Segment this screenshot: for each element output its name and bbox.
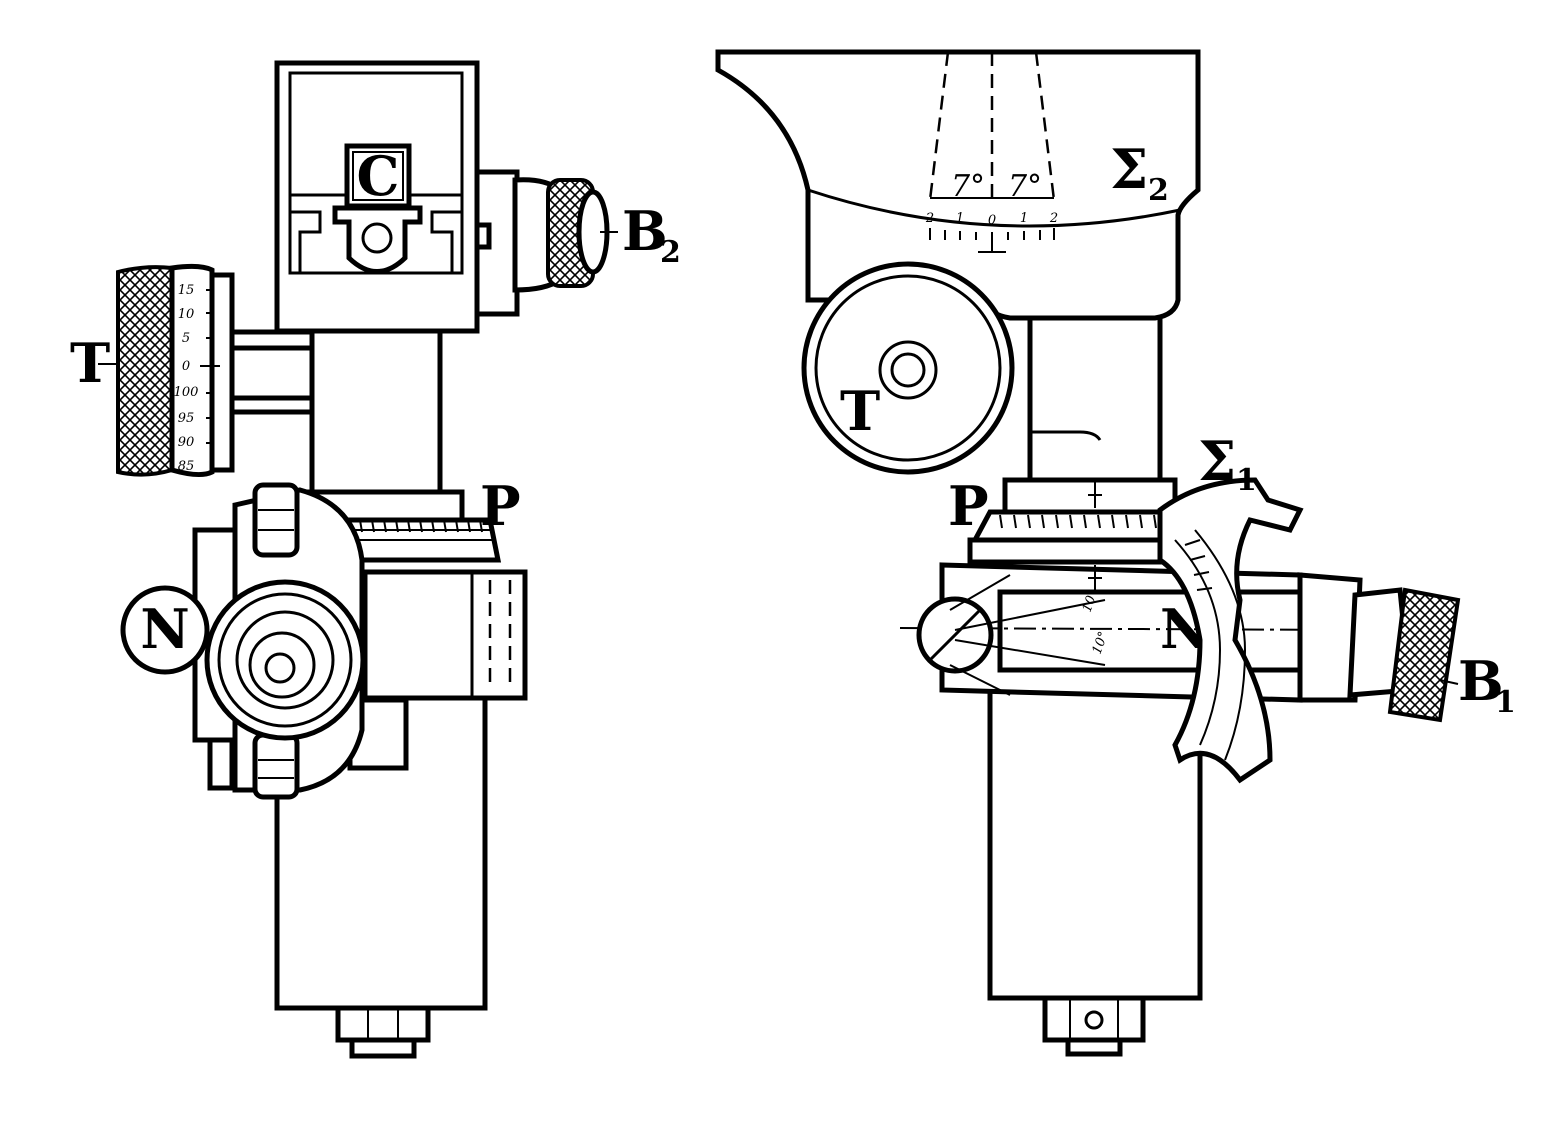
n-assembly-left: N <box>120 482 409 800</box>
t-scale-3: 0 <box>182 359 190 374</box>
b1-knurl <box>1387 587 1461 723</box>
t-scale-6: 90 <box>178 435 195 450</box>
left-side-block <box>362 569 528 701</box>
arc-scale-3: 1 <box>1020 211 1028 226</box>
arc-scale-0: 2 <box>925 211 934 226</box>
arc-scale-1: 1 <box>956 211 964 226</box>
label-sigma1-sub: 1 <box>1236 463 1257 498</box>
angle-left: 7° <box>951 169 985 204</box>
p-plate-left: P <box>297 474 521 563</box>
right-column <box>1027 312 1163 488</box>
label-t-right: T <box>840 379 880 443</box>
t-scale-0: 15 <box>178 283 195 298</box>
c-marker: C <box>332 143 423 274</box>
arc-scale-4: 2 <box>1049 211 1058 226</box>
t-drum-left: 15 10 5 0 100 95 90 85 T <box>70 263 315 478</box>
p-plate-right: P <box>948 474 1184 565</box>
right-lower-body <box>987 687 1203 1001</box>
sigma1-arc: Σ 1 <box>1157 429 1304 784</box>
angle-right: 7° <box>1008 169 1042 204</box>
label-p-left: P <box>480 474 521 538</box>
right-view: 7° 7° 2 1 0 1 2 Σ 2 T <box>715 49 1516 1057</box>
left-view: C B 2 15 10 5 0 <box>70 60 681 1059</box>
b2-knob: B 2 <box>474 169 681 317</box>
t-drum-knurl <box>116 265 174 477</box>
tilt-angle-upper: 10° <box>1080 588 1102 615</box>
t-scale-4: 100 <box>174 385 199 400</box>
label-t-left: T <box>70 331 110 395</box>
t-scale-5: 95 <box>178 411 195 426</box>
t-scale-1: 10 <box>178 307 195 322</box>
label-b1-sub: 1 <box>1495 685 1516 720</box>
label-sigma2-sub: 2 <box>1148 173 1169 208</box>
sigma2-head: 7° 7° 2 1 0 1 2 Σ 2 <box>715 49 1201 321</box>
label-n-left: N <box>140 597 189 661</box>
t-scale-2: 5 <box>182 331 190 346</box>
n-knob <box>120 585 210 675</box>
left-bottom-nut <box>335 1005 431 1059</box>
label-c: C <box>357 144 400 208</box>
n-arm-right: 10° 10° N <box>899 562 1361 703</box>
label-sigma2: Σ <box>1110 137 1148 201</box>
tilt-angle-lower: 10° <box>1090 630 1112 657</box>
t-wheel-right: T <box>801 261 1015 475</box>
label-b2: B <box>622 199 668 263</box>
t-scale-7: 85 <box>178 459 195 474</box>
label-b2-sub: 2 <box>660 235 681 270</box>
arc-scale-2: 0 <box>988 213 996 228</box>
label-sigma1: Σ <box>1198 429 1236 493</box>
label-p-right: P <box>948 474 989 538</box>
label-b1: B <box>1458 649 1504 713</box>
left-column <box>309 327 443 498</box>
b1-knob: B 1 <box>1297 572 1516 723</box>
right-bottom-nut <box>1042 995 1146 1057</box>
